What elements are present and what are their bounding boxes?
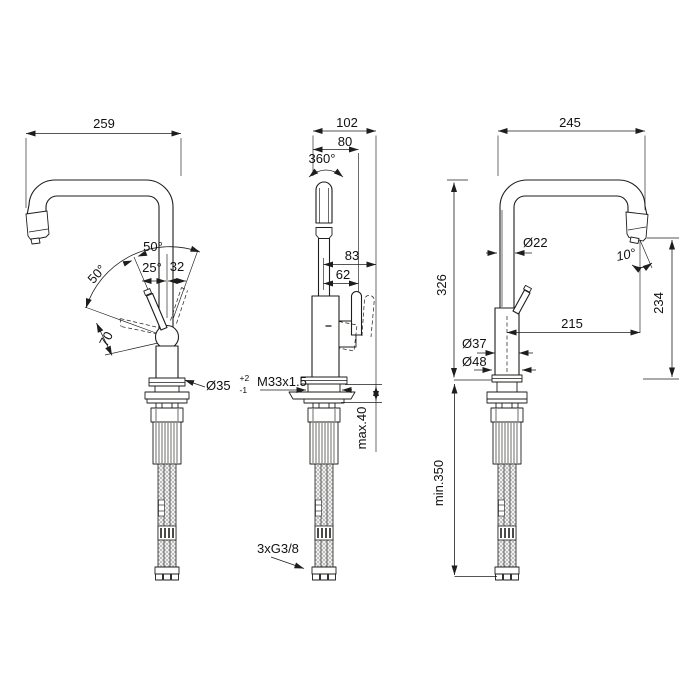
- dim-projection: 215: [561, 316, 583, 331]
- deck-plate: [144, 391, 190, 400]
- dim-swivel: 360°: [309, 151, 336, 166]
- dim-line-70: [96, 322, 113, 356]
- view-left-side: 259 50° 50° 25° 32 70 Ø35 +2 -1: [25, 116, 250, 581]
- base-neck-right: [496, 381, 518, 393]
- hose-thread-leader: [270, 556, 305, 569]
- dim-deck-thickness: max.40: [354, 407, 369, 450]
- spout-outlet: [25, 210, 50, 241]
- handle-alt-position: [361, 295, 375, 338]
- dim-body-diameter: Ø37: [462, 336, 487, 351]
- view-right-side: 245 Ø22 10° 326 215 Ø37 Ø48 234 min.350: [431, 115, 679, 581]
- dim-width-right: 245: [559, 115, 581, 130]
- dim-min-hose-length: min.350: [431, 460, 446, 506]
- dim-depth: 102: [336, 115, 358, 130]
- handle-swing-arc: [85, 245, 201, 309]
- dim-base-tol-minus: -1: [240, 385, 248, 395]
- dim-spout-diameter: Ø22: [523, 235, 548, 250]
- faucet-body: [155, 345, 179, 379]
- dim-base-diameter: Ø35: [206, 378, 231, 393]
- dim-handle-offset: 32: [170, 259, 184, 274]
- swivel-arrow: [308, 168, 344, 178]
- dim-flange-diameter: Ø48: [462, 354, 487, 369]
- dim-outlet-height: 234: [651, 292, 666, 314]
- dim-width-left: 259: [93, 116, 115, 131]
- base-flange: [148, 377, 186, 387]
- dim-spout-height: 326: [434, 274, 449, 296]
- spout-outline-right: [499, 179, 648, 309]
- dim-handle-angle: 25°: [142, 260, 162, 275]
- mounting-thread: [307, 383, 341, 393]
- dim-mounting-thread: M33x1.5: [257, 374, 307, 389]
- dim-handle-reach: 62: [336, 267, 350, 282]
- handle-lever: [145, 292, 168, 331]
- dim-body-depth: 80: [338, 134, 352, 149]
- spout-tube-front: [315, 181, 333, 224]
- leader-base-diameter: [184, 379, 206, 388]
- dim-swing-upper: 50°: [143, 239, 163, 254]
- handle-cap: [143, 288, 152, 296]
- spout-tip-front: [315, 227, 333, 239]
- handle-alt-position-left: [119, 318, 158, 335]
- deck-plate-right: [486, 391, 528, 400]
- dim-outlet-reach: 83: [345, 248, 359, 263]
- spout-outlet-right: [625, 211, 649, 242]
- aerator-tip: [30, 237, 41, 245]
- faucet-body-front: [311, 295, 340, 378]
- dim-swing-left: 50°: [85, 262, 109, 287]
- ball-joint: [154, 324, 180, 350]
- dim-base-tol-plus: +2: [240, 373, 250, 383]
- outlet-angle-arc: [631, 262, 653, 273]
- deck-plate-front: [288, 391, 356, 400]
- handle-cap-right: [523, 284, 532, 293]
- dim-hose-connection: 3xG3/8: [257, 541, 299, 556]
- handle-lever-right: [512, 289, 531, 315]
- spout-outline: [26, 179, 174, 331]
- base-neck: [154, 385, 180, 393]
- aerator-tip-right: [629, 236, 640, 244]
- riser-pipe-front: [317, 237, 331, 297]
- dim-handle-length: 70: [96, 329, 116, 349]
- dim-outlet-angle: 10°: [615, 245, 637, 264]
- view-front: 102 80 360° 83 62 M33x1.5 max.40 3xG3/8: [257, 115, 382, 581]
